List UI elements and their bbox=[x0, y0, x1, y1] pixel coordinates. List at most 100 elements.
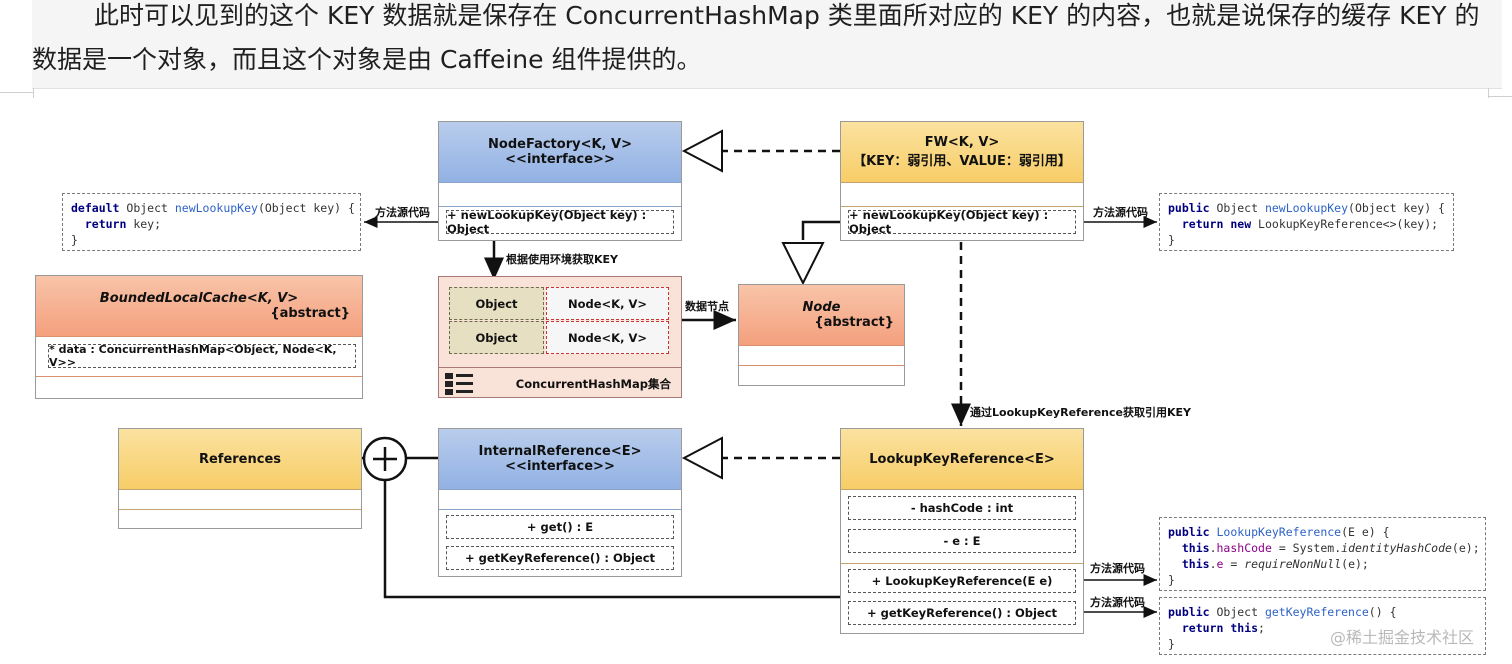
lookupkeyreference-field-hashcode: - hashCode : int bbox=[848, 496, 1076, 520]
nodefactory-class: NodeFactory<K, V> <<interface>> + newLoo… bbox=[438, 121, 682, 241]
label-source-code-right: 方法源代码 bbox=[1093, 206, 1148, 219]
separator bbox=[841, 489, 1083, 490]
code-text: ; bbox=[1258, 621, 1265, 635]
label-source-code-r3: 方法源代码 bbox=[1090, 596, 1145, 609]
code-static-call: identityHashCode bbox=[1341, 541, 1452, 555]
internalreference-title: InternalReference<E> bbox=[478, 444, 642, 459]
paragraph-line-2: 数据是一个对象，而且这个对象是由 Caffeine 组件提供的。 bbox=[32, 45, 702, 74]
code-keyword: default bbox=[71, 201, 120, 215]
code-text: Object bbox=[1209, 605, 1265, 619]
code-text: (Object key) { bbox=[257, 201, 355, 215]
separator bbox=[439, 182, 681, 183]
code-keyword: return bbox=[84, 217, 127, 231]
page-edge-left bbox=[0, 92, 34, 93]
code-keyword: return bbox=[1181, 621, 1224, 635]
boundedlocalcache-class: BoundedLocalCache<K, V> {abstract} * dat… bbox=[35, 275, 363, 399]
code-method: LookupKeyReference bbox=[1216, 525, 1342, 539]
code-text: (E e) { bbox=[1341, 525, 1390, 539]
separator bbox=[739, 365, 904, 366]
node-class: Node {abstract} bbox=[738, 284, 905, 386]
boundedlocalcache-title: BoundedLocalCache<K, V> bbox=[99, 291, 299, 306]
chm-label: ConcurrentHashMap集合 bbox=[515, 377, 671, 391]
label-via-lookup: 通过LookupKeyReference获取引用KEY bbox=[970, 406, 1191, 419]
code-keyword: public bbox=[1168, 201, 1210, 215]
chm-value-cell: Node<K, V> bbox=[546, 287, 669, 320]
separator bbox=[841, 206, 1083, 207]
references-header: References bbox=[119, 429, 361, 489]
fw-class: FW<K, V> 【KEY：弱引用、VALUE：弱引用】 + newLookup… bbox=[840, 121, 1084, 241]
chm-value-cell: Node<K, V> bbox=[546, 321, 669, 354]
realization-arrowhead-2 bbox=[681, 436, 723, 480]
label-data-node: 数据节点 bbox=[685, 300, 729, 313]
fw-op-newlookupkey: + newLookupKey(Object key) : Object bbox=[848, 208, 1076, 236]
internalreference-class: InternalReference<E> <<interface>> + get… bbox=[438, 428, 682, 577]
separator bbox=[439, 489, 681, 490]
separator bbox=[841, 182, 1083, 183]
separator bbox=[439, 367, 681, 368]
separator bbox=[36, 376, 362, 377]
fw-subtitle: 【KEY：弱引用、VALUE：弱引用】 bbox=[853, 154, 1071, 169]
fw-extends-node bbox=[801, 220, 840, 240]
code-field: hashCode bbox=[1216, 541, 1272, 555]
code-keyword: new bbox=[1230, 217, 1252, 231]
page-edge-right-v bbox=[1488, 88, 1489, 98]
page-edge-left-v bbox=[33, 88, 34, 98]
separator bbox=[439, 206, 681, 207]
code-field: e bbox=[1216, 557, 1224, 571]
code-text: Object bbox=[1209, 201, 1265, 215]
watermark: @稀土掘金技术社区 bbox=[1330, 628, 1475, 647]
concurrenthashmap-collection: Object Node<K, V> Object Node<K, V> Conc… bbox=[438, 276, 682, 398]
paragraph-line-1: 此时可以见到的这个 KEY 数据就是保存在 ConcurrentHashMap … bbox=[94, 1, 1480, 30]
lookup-to-references bbox=[383, 481, 840, 599]
node-header: Node {abstract} bbox=[739, 285, 904, 345]
lookupkeyreference-op-getkeyreference: + getKeyReference() : Object bbox=[848, 601, 1076, 625]
fw-header: FW<K, V> 【KEY：弱引用、VALUE：弱引用】 bbox=[841, 122, 1083, 182]
references-title: References bbox=[198, 451, 282, 467]
code-text: } bbox=[1168, 573, 1175, 587]
list-icon bbox=[445, 373, 473, 395]
internalreference-op-get: + get() : E bbox=[446, 515, 674, 539]
page-edge-right bbox=[1488, 96, 1512, 97]
nodefactory-op-newlookupkey: + newLookupKey(Object key) : Object bbox=[446, 208, 674, 236]
code-static-call: requireNonNull bbox=[1244, 557, 1342, 571]
code-text: } bbox=[1168, 233, 1175, 247]
separator bbox=[739, 345, 904, 346]
code-text: } bbox=[71, 233, 78, 247]
code-method: newLookupKey bbox=[174, 201, 258, 215]
separator bbox=[439, 509, 681, 510]
code-text: Object bbox=[119, 201, 175, 215]
code-text: (e); bbox=[1451, 541, 1480, 555]
lookupkeyreference-op-constructor: + LookupKeyReference(E e) bbox=[848, 569, 1076, 593]
code-getkeyreference: public Object getKeyReference() { return… bbox=[1159, 597, 1486, 655]
boundedlocalcache-header: BoundedLocalCache<K, V> {abstract} bbox=[36, 276, 362, 336]
code-keyword: public bbox=[1168, 525, 1210, 539]
node-stereotype: {abstract} bbox=[814, 315, 894, 330]
lookupkeyreference-header: LookupKeyReference<E> bbox=[841, 429, 1083, 489]
code-lookupkeyreference-constructor: public LookupKeyReference(E e) { this.ha… bbox=[1159, 517, 1486, 591]
code-keyword: this bbox=[1181, 557, 1210, 571]
code-text: = bbox=[1223, 557, 1245, 571]
separator bbox=[36, 336, 362, 337]
code-default-newlookupkey: default Object newLookupKey(Object key) … bbox=[62, 193, 361, 251]
separator bbox=[119, 509, 361, 510]
code-text: () { bbox=[1368, 605, 1397, 619]
nodefactory-title: NodeFactory<K, V> bbox=[488, 137, 632, 152]
realization-arrowhead bbox=[681, 129, 723, 173]
code-text: LookupKeyReference<>(key); bbox=[1251, 217, 1439, 231]
code-text: } bbox=[1168, 637, 1175, 651]
code-text: key; bbox=[126, 217, 162, 231]
code-keyword: this bbox=[1230, 621, 1259, 635]
separator bbox=[841, 563, 1083, 564]
label-source-code-left: 方法源代码 bbox=[375, 206, 430, 219]
code-text: (Object key) { bbox=[1348, 201, 1445, 215]
lookupkeyreference-title: LookupKeyReference<E> bbox=[869, 451, 1055, 467]
nodefactory-stereotype: <<interface>> bbox=[505, 152, 615, 167]
chm-key-cell: Object bbox=[449, 287, 544, 320]
separator bbox=[119, 489, 361, 490]
label-source-code-r2: 方法源代码 bbox=[1090, 562, 1145, 575]
nodefactory-header: NodeFactory<K, V> <<interface>> bbox=[439, 122, 681, 182]
code-method: getKeyReference bbox=[1264, 605, 1369, 619]
code-method: newLookupKey bbox=[1264, 201, 1349, 215]
label-get-key: 根据使用环境获取KEY bbox=[506, 253, 619, 266]
